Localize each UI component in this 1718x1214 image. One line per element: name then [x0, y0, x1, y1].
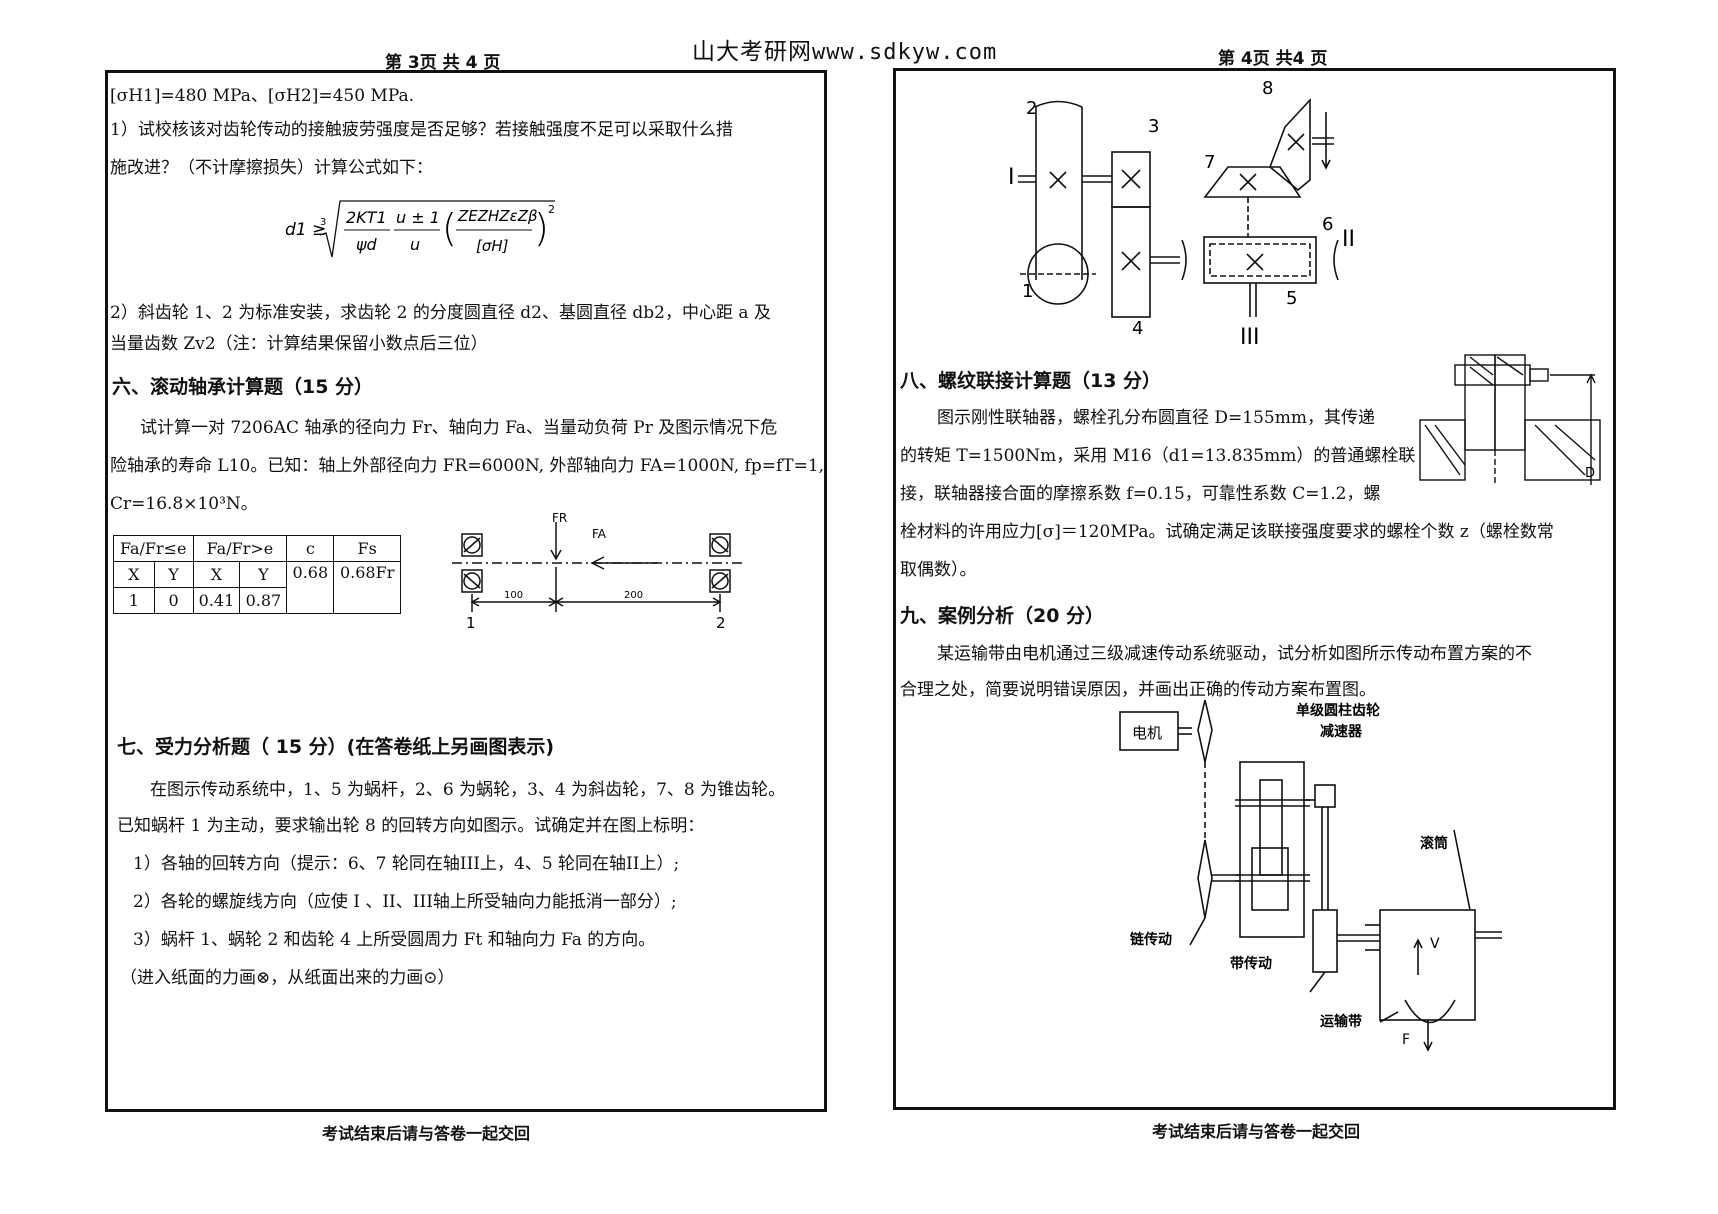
section-7-text: 已知蜗杆 1 为主动，要求输出轮 8 的回转方向如图示。试确定并在图上标明：: [117, 816, 705, 836]
formula-num3: ZEZHZεZβ: [457, 207, 538, 225]
shaft-iii-label: III: [1240, 325, 1259, 350]
part-8-label: 8: [1262, 78, 1273, 99]
formula-den2: u: [410, 235, 420, 254]
table-cell: X: [113, 561, 155, 588]
dim-200: 200: [624, 590, 643, 601]
section-8-text: 的转矩 T=1500Nm，采用 M16（d1=13.835mm）的普通螺栓联: [900, 446, 1416, 466]
question-line: 2）斜齿轮 1、2 为标准安装，求齿轮 2 的分度圆直径 d2、基圆直径 db2…: [110, 303, 771, 323]
transmission-layout-diagram: 电机 单级圆柱齿轮 减速器 滚筒 链传动 带传动 运输带 V F: [1110, 699, 1510, 1060]
site-watermark: 山大考研网www.sdkyw.com: [692, 32, 997, 66]
drum-label: 滚筒: [1420, 835, 1448, 852]
formula-den1: ψd: [356, 235, 378, 254]
contact-strength-formula: d1 ≥ 3 2KT1 ψd u ± 1 u ( ZEZHZεZβ [σH] )…: [280, 195, 560, 265]
svg-text:3: 3: [320, 217, 326, 228]
belt-drive-label: 带传动: [1230, 955, 1272, 972]
d-dimension-label: D: [1585, 466, 1595, 481]
bearing-1-label: 1: [466, 614, 476, 632]
left-footer-note: 考试结束后请与答卷一起交回: [322, 1124, 531, 1143]
svg-text:(: (: [442, 206, 457, 250]
question-line: 施改进？（不计摩擦损失）计算公式如下：: [110, 158, 433, 178]
formula-exponent: 2: [548, 203, 555, 216]
reducer-label: 减速器: [1320, 723, 1363, 740]
table-header: c: [286, 535, 335, 562]
table-cell: 0: [153, 587, 194, 614]
motor-label: 电机: [1132, 724, 1162, 742]
allowable-stress-line: [σH1]=480 MPa、[σH2]=450 MPa.: [110, 86, 415, 106]
part-3-label: 3: [1148, 116, 1159, 137]
section-8-text: 取偶数）。: [900, 560, 977, 580]
section-6-text: Cr=16.8×10³N。: [110, 494, 258, 514]
formula-num1: 2KT1: [346, 208, 387, 227]
part-7-label: 7: [1204, 152, 1215, 173]
bearing-shaft-diagram: FR FA 100 200 1 2: [452, 511, 742, 632]
section-8-text: 栓材料的许用应力[σ]＝120MPa。试确定满足该联接强度要求的螺栓个数 z（螺…: [900, 522, 1554, 542]
table-cell: 0.68Fr: [333, 561, 401, 614]
question-line: 当量齿数 Zv2（注：计算结果保留小数点后三位）: [110, 334, 488, 354]
section-8-text: 图示刚性联轴器，螺栓孔分布圆直径 D=155mm，其传递: [937, 408, 1375, 428]
formula-den3: [σH]: [476, 237, 509, 255]
site-url: www.sdkyw.com: [812, 40, 998, 65]
shaft-i-label: I: [1008, 165, 1015, 190]
fr-label: FR: [552, 512, 567, 525]
table-cell: Y: [239, 561, 288, 588]
left-page-number: 第 3页 共 4 页: [385, 53, 501, 73]
section-7-item: 1）各轴的回转方向（提示：6、7 轮同在轴III上，4、5 轮同在轴II上）;: [133, 854, 680, 874]
table-cell: 1: [113, 587, 155, 614]
table-header: Fs: [333, 535, 401, 562]
svg-text:): ): [534, 206, 549, 250]
section-6-text: 试计算一对 7206AC 轴承的径向力 Fr、轴向力 Fa、当量动负荷 Pr 及…: [140, 418, 778, 438]
bearing-2-label: 2: [716, 614, 726, 632]
velocity-label: V: [1430, 936, 1440, 952]
section-7-item: 3）蜗杆 1、蜗轮 2 和齿轮 4 上所受圆周力 Ft 和轴向力 Fa 的方向。: [133, 930, 656, 950]
part-2-label: 2: [1026, 98, 1037, 119]
table-cell: Y: [153, 561, 194, 588]
table-header: Fa/Fr≤e: [113, 535, 194, 562]
chain-drive-label: 链传动: [1130, 931, 1172, 948]
formula-lhs: d1 ≥: [285, 220, 326, 240]
section-6-text: 险轴承的寿命 L10。已知：轴上外部径向力 FR=6000N, 外部轴向力 FA…: [110, 456, 825, 476]
right-footer-note: 考试结束后请与答卷一起交回: [1152, 1122, 1361, 1141]
shaft-ii-label: II: [1342, 227, 1355, 252]
table-cell: 0.68: [286, 561, 335, 614]
section-7-note: （进入纸面的力画⊗，从纸面出来的力画⊙）: [120, 968, 455, 988]
site-name: 山大考研网: [692, 39, 812, 65]
section-8-text: 接，联轴器接合面的摩擦系数 f=0.15，可靠性系数 C=1.2，螺: [900, 484, 1381, 504]
bearing-parameter-table: Fa/Fr≤e Fa/Fr>e c Fs X Y X Y 0.68 0.68Fr…: [113, 535, 401, 614]
left-page-frame: [105, 70, 827, 1112]
table-cell: 0.41: [192, 587, 241, 614]
table-cell: 0.87: [239, 587, 288, 614]
table-cell: X: [192, 561, 241, 588]
section-7-title: 七、受力分析题（ 15 分）(在答卷纸上另画图表示): [117, 736, 555, 758]
right-page-number: 第 4页 共4 页: [1218, 49, 1328, 69]
part-4-label: 4: [1132, 318, 1143, 339]
fa-label: FA: [592, 527, 607, 541]
part-5-label: 5: [1286, 288, 1297, 309]
part-6-label: 6: [1322, 214, 1333, 235]
force-label: F: [1402, 1032, 1410, 1048]
section-9-text: 某运输带由电机通过三级减速传动系统驱动，试分析如图所示传动布置方案的不: [937, 644, 1532, 664]
right-page-frame: [893, 68, 1616, 1110]
section-7-item: 2）各轮的螺旋线方向（应使 I 、II、III轴上所受轴向力能抵消一部分）;: [133, 892, 677, 912]
section-6-title: 六、滚动轴承计算题（15 分）: [112, 376, 374, 398]
dim-100: 100: [504, 590, 523, 601]
conveyor-belt-label: 运输带: [1320, 1013, 1362, 1030]
table-header: Fa/Fr>e: [192, 535, 288, 562]
section-9-title: 九、案例分析（20 分）: [900, 605, 1105, 627]
gear-train-diagram: I II III 1 2 3 4 5 6 7 8: [1000, 72, 1400, 352]
question-line: 1）试校核该对齿轮传动的接触疲劳强度是否足够？若接触强度不足可以采取什么措: [110, 120, 733, 140]
section-8-title: 八、螺纹联接计算题（13 分）: [900, 370, 1162, 392]
formula-num2: u ± 1: [396, 208, 440, 227]
rigid-coupling-diagram: D: [1415, 345, 1605, 495]
section-7-text: 在图示传动系统中，1、5 为蜗杆，2、6 为蜗轮，3、4 为斜齿轮，7、8 为锥…: [150, 780, 786, 800]
part-1-label: 1: [1022, 281, 1033, 302]
reducer-label: 单级圆柱齿轮: [1296, 702, 1380, 719]
section-9-text: 合理之处，简要说明错误原因，并画出正确的传动方案布置图。: [900, 680, 1376, 700]
